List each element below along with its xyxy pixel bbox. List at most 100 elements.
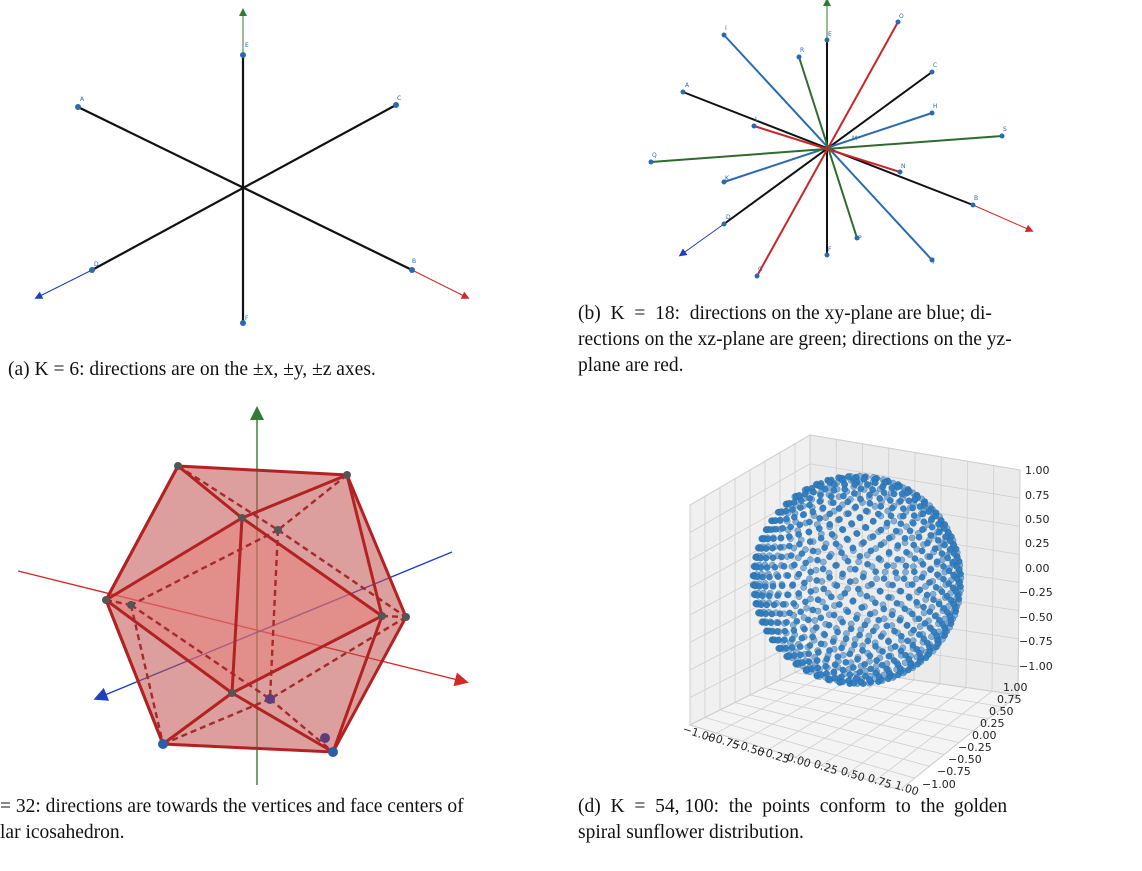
sphere-point bbox=[883, 622, 891, 630]
y-tick-label: −1.00 bbox=[922, 778, 956, 791]
sphere-point bbox=[799, 511, 807, 519]
sphere-point bbox=[880, 615, 888, 623]
sphere-point bbox=[791, 561, 798, 569]
sphere-point bbox=[780, 563, 788, 570]
sphere-point bbox=[845, 677, 852, 684]
sphere-point bbox=[927, 566, 934, 573]
sphere-point bbox=[768, 610, 776, 618]
sphere-point bbox=[787, 552, 795, 559]
sphere-point bbox=[947, 596, 955, 604]
sphere-point bbox=[869, 533, 877, 540]
sphere-point bbox=[862, 507, 870, 515]
y-axis-arrow bbox=[34, 269, 93, 299]
sphere-point bbox=[920, 609, 928, 617]
sphere-point bbox=[784, 572, 792, 579]
sphere-point bbox=[898, 490, 906, 498]
sphere-point bbox=[913, 646, 921, 653]
sphere-point bbox=[878, 661, 886, 669]
caption-d-line1: (d) K = 54, 100: the points conform to t… bbox=[578, 796, 1008, 817]
sphere-point bbox=[776, 610, 784, 617]
caption-c-line1: = 32: directions are towards the vertice… bbox=[0, 796, 464, 817]
sphere-point bbox=[918, 574, 926, 581]
sphere-point bbox=[877, 526, 885, 534]
sphere-point bbox=[838, 673, 845, 680]
sphere-point bbox=[782, 507, 790, 515]
sphere-point bbox=[840, 651, 847, 659]
sphere-point bbox=[842, 659, 850, 666]
grid-line bbox=[821, 683, 941, 766]
sphere-point bbox=[842, 635, 850, 642]
sphere-point bbox=[887, 512, 895, 519]
sphere-point bbox=[830, 611, 838, 619]
sphere-point bbox=[756, 583, 763, 590]
sphere-point bbox=[839, 526, 846, 533]
sphere-point bbox=[858, 604, 865, 611]
y-tick-label: 1.00 bbox=[1003, 681, 1028, 694]
y-tick-label: 0.00 bbox=[972, 729, 997, 742]
point-label-r: R bbox=[800, 47, 804, 54]
sphere-point bbox=[903, 523, 910, 531]
sphere-point bbox=[757, 564, 765, 571]
point-label-o: O bbox=[899, 13, 904, 20]
sphere-point bbox=[916, 631, 923, 638]
sphere-point bbox=[851, 641, 858, 649]
sphere-point bbox=[915, 615, 923, 623]
sphere-point bbox=[779, 525, 786, 532]
sphere-point bbox=[885, 652, 893, 660]
sphere-point bbox=[902, 562, 910, 570]
sphere-point bbox=[828, 531, 836, 538]
sphere-point bbox=[762, 554, 770, 562]
sphere-point bbox=[809, 547, 817, 555]
sphere-point bbox=[802, 598, 809, 606]
sphere-point bbox=[826, 647, 833, 654]
z-tick-label: 0.75 bbox=[1025, 489, 1050, 502]
panel-a-points bbox=[75, 52, 415, 326]
sphere-point bbox=[759, 573, 766, 581]
sphere-point bbox=[852, 503, 859, 511]
sphere-point bbox=[807, 588, 815, 595]
caption-b: (b) K = 18: directions on the xy-plane a… bbox=[578, 301, 1130, 379]
sphere-point bbox=[897, 497, 904, 505]
sphere-point bbox=[910, 626, 917, 634]
caption-b-line3: plane are red. bbox=[578, 355, 684, 376]
sphere-point bbox=[890, 490, 898, 498]
sphere-point bbox=[916, 503, 924, 510]
sphere-point bbox=[900, 512, 907, 520]
sphere-point bbox=[930, 628, 938, 635]
sphere-point bbox=[786, 609, 793, 617]
caption-b-line2: rections on the xz-plane are green; dire… bbox=[578, 329, 1012, 350]
sphere-point bbox=[926, 624, 934, 631]
sphere-point bbox=[763, 601, 770, 609]
sphere-point bbox=[938, 550, 946, 557]
sphere-point bbox=[913, 598, 920, 606]
sphere-point bbox=[779, 601, 787, 608]
sphere-point bbox=[836, 601, 843, 608]
sphere-point bbox=[945, 580, 952, 587]
icosahedron-body bbox=[106, 466, 406, 752]
sphere-point bbox=[906, 527, 914, 535]
sphere-point bbox=[819, 565, 827, 573]
sphere-point bbox=[938, 588, 946, 596]
point-label-l: L bbox=[755, 116, 759, 123]
point-label-d: D bbox=[94, 261, 99, 268]
sphere-point bbox=[940, 563, 947, 570]
sphere-point bbox=[847, 625, 855, 633]
y-tick-label: 0.75 bbox=[997, 693, 1022, 706]
point-label-a: A bbox=[685, 82, 690, 89]
sphere-point bbox=[796, 540, 803, 548]
sphere-point bbox=[832, 540, 840, 547]
sphere-point bbox=[855, 585, 862, 593]
sphere-point bbox=[894, 661, 902, 668]
sphere-point bbox=[771, 564, 779, 571]
sphere-point bbox=[911, 568, 918, 576]
sphere-point bbox=[791, 513, 798, 521]
point-label-d: D bbox=[726, 214, 731, 221]
sphere-point bbox=[816, 525, 823, 532]
point-label-k: K bbox=[725, 175, 730, 182]
sphere-point bbox=[897, 587, 905, 595]
sphere-point bbox=[936, 616, 943, 624]
sphere-point bbox=[806, 518, 813, 526]
sphere-point bbox=[814, 664, 821, 672]
sphere-point bbox=[893, 574, 901, 582]
icosahedron-blue-vertices bbox=[158, 739, 338, 757]
